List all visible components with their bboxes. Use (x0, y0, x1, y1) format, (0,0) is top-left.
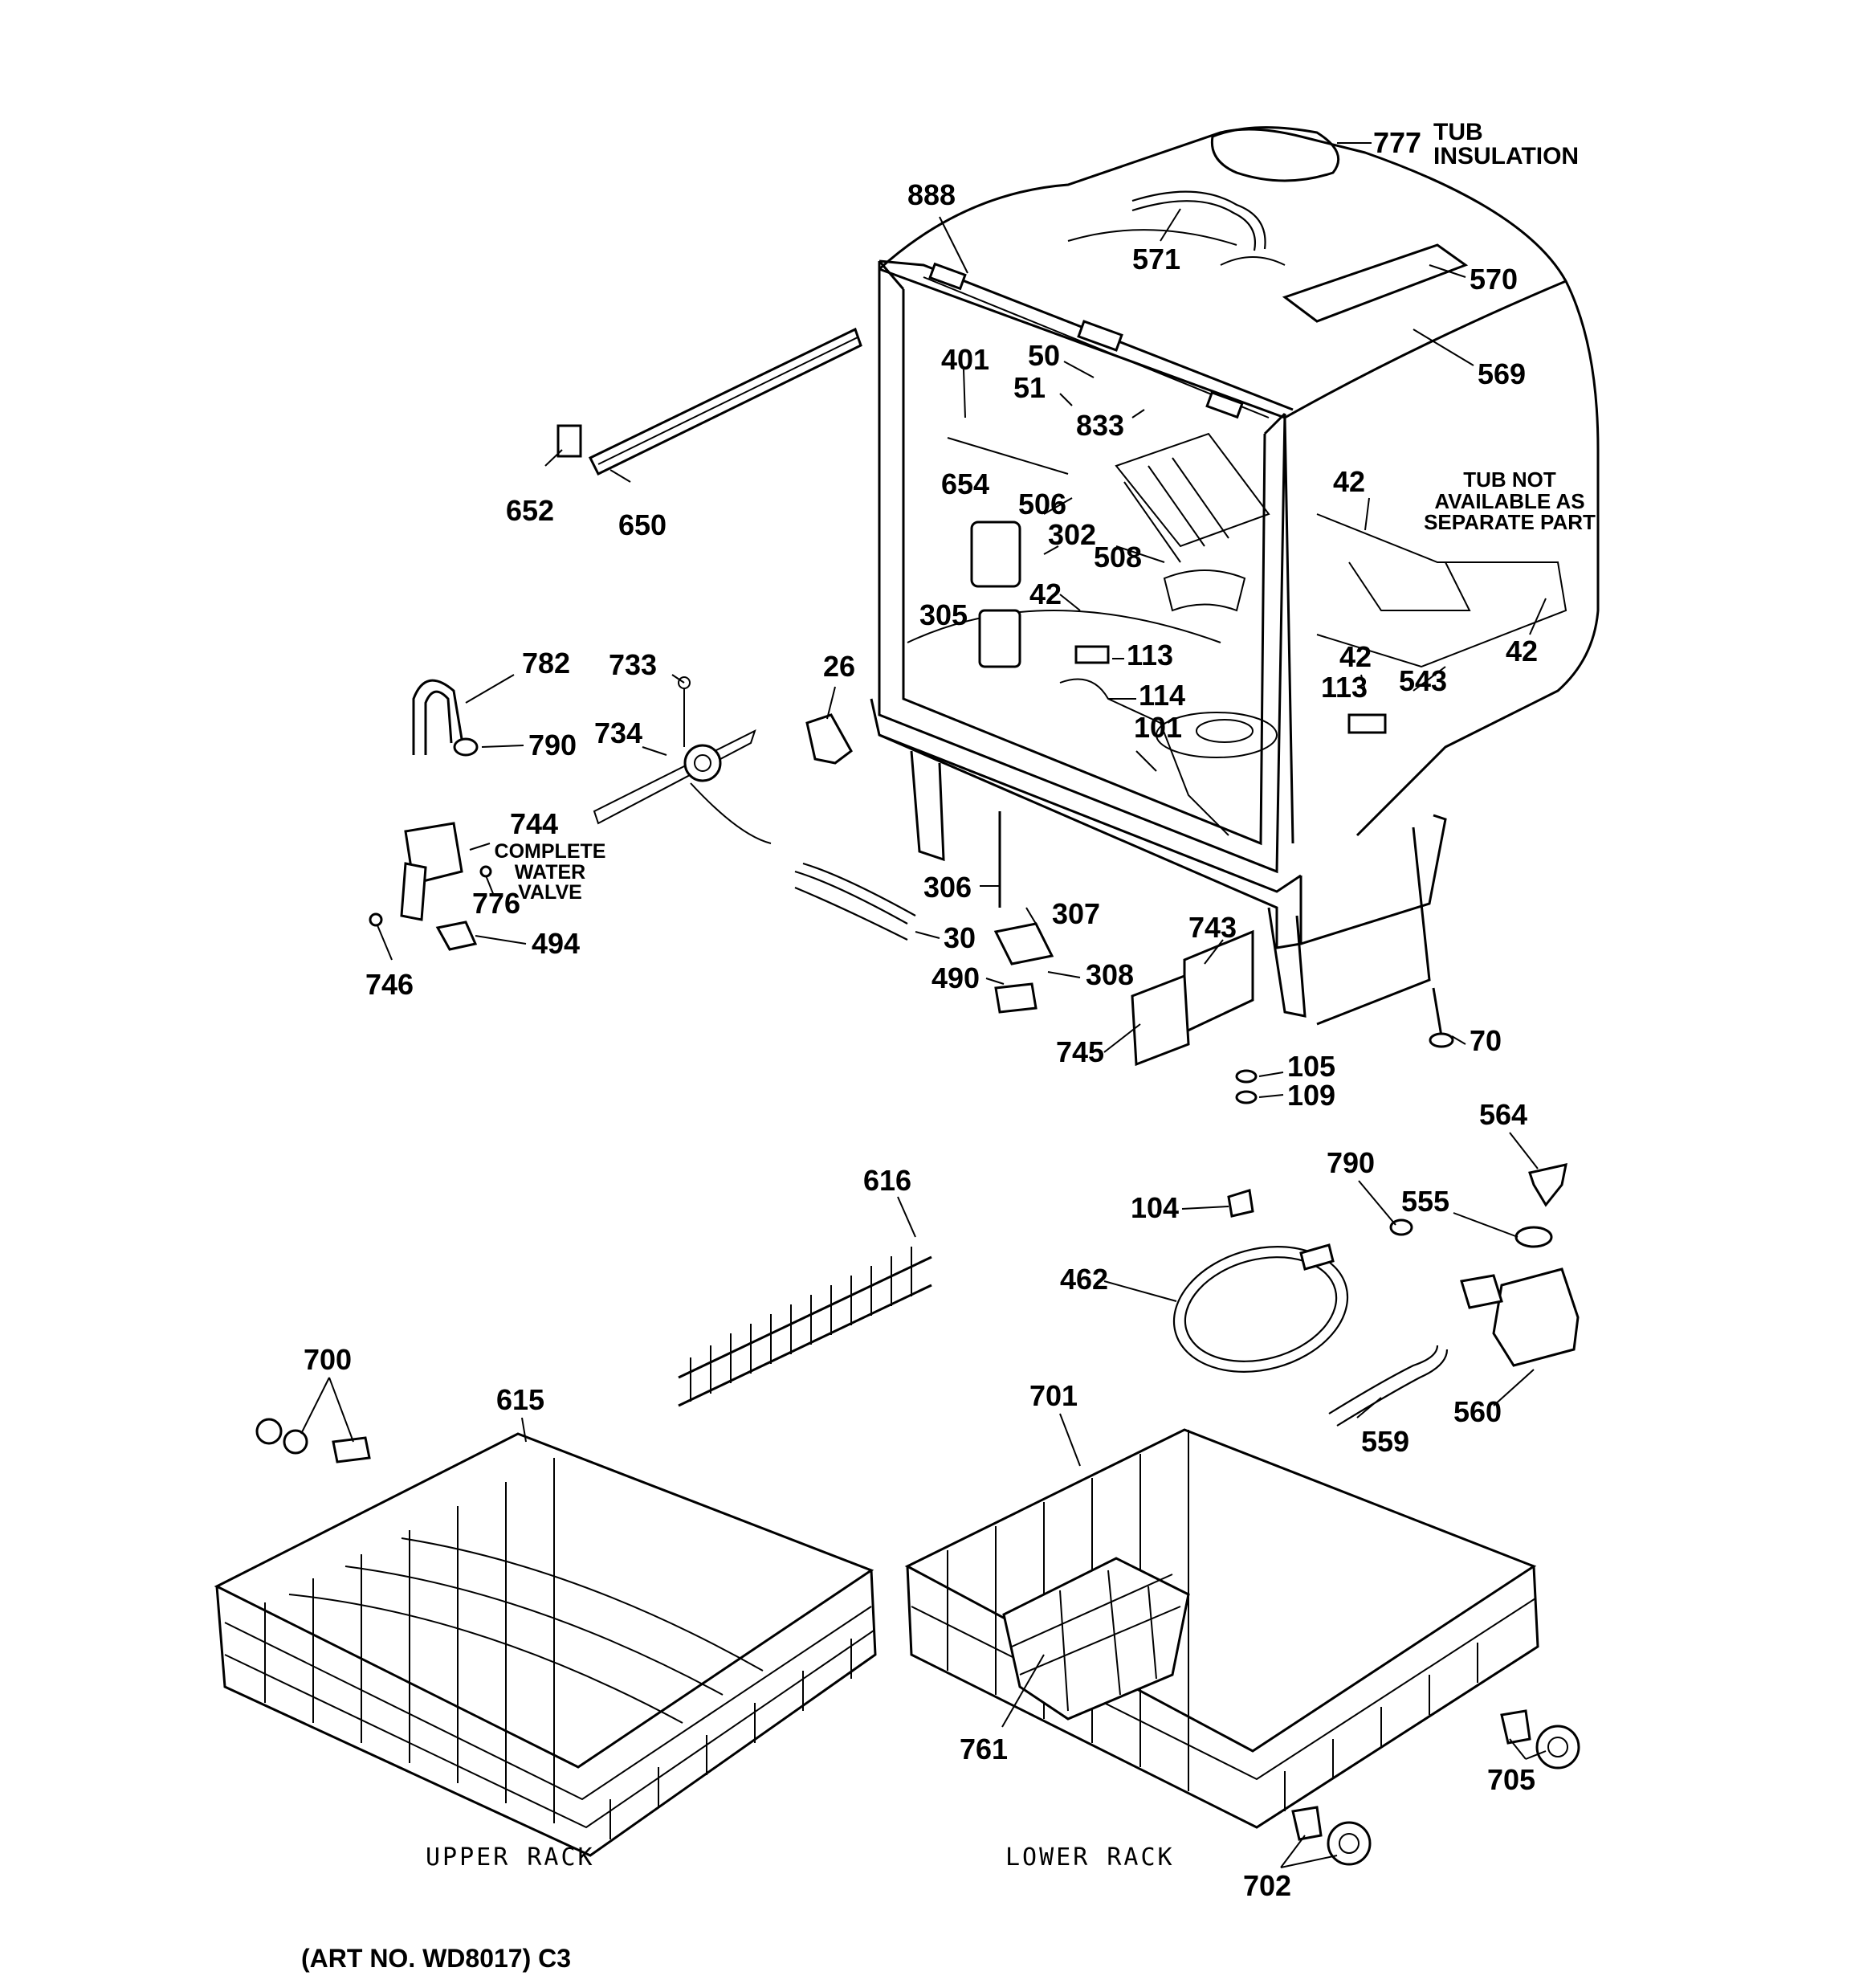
note-complete-water-valve: COMPLETE WATER VALVE (494, 840, 606, 904)
callout-308: 308 (1086, 958, 1135, 991)
callout-506: 506 (1018, 488, 1067, 520)
callout-615: 615 (496, 1383, 545, 1416)
callout-744: 744 (510, 807, 559, 840)
callout-650: 650 (618, 508, 667, 541)
callout-705: 705 (1487, 1763, 1536, 1796)
callout-790-b: 790 (1327, 1146, 1376, 1179)
callout-306: 306 (923, 871, 972, 904)
tine-row (678, 1247, 932, 1407)
callout-733: 733 (609, 648, 658, 681)
callout-305: 305 (919, 598, 968, 631)
callout-26: 26 (823, 650, 856, 683)
callout-104: 104 (1131, 1191, 1180, 1224)
upper-rack (214, 1418, 877, 1857)
leader-lines (300, 142, 1547, 1868)
callout-508: 508 (1094, 541, 1143, 574)
lower-rack-caption: LOWER RACK (1005, 1843, 1175, 1872)
callout-42-c: 42 (1339, 640, 1372, 673)
callout-564: 564 (1479, 1098, 1528, 1131)
note-tub-not-available: TUB NOT AVAILABLE AS SEPARATE PART (1424, 467, 1596, 535)
callout-569: 569 (1478, 357, 1527, 390)
callout-745: 745 (1056, 1035, 1105, 1068)
callout-50: 50 (1028, 339, 1061, 372)
callout-307: 307 (1052, 897, 1101, 930)
callout-70: 70 (1470, 1024, 1502, 1057)
callout-105: 105 (1287, 1050, 1336, 1083)
callout-113-a: 113 (1127, 639, 1174, 672)
pump-and-hose-parts (1172, 1163, 1580, 1427)
callout-570: 570 (1470, 263, 1519, 296)
callout-571: 571 (1132, 243, 1181, 276)
callout-782: 782 (522, 647, 571, 680)
note-tub-insulation: TUB INSULATION (1433, 119, 1580, 169)
callout-746: 746 (365, 968, 414, 1001)
callout-401: 401 (941, 343, 990, 376)
callout-302: 302 (1048, 518, 1097, 551)
lower-rack (904, 1428, 1580, 1866)
callout-559: 559 (1361, 1425, 1410, 1458)
callout-888: 888 (907, 178, 956, 211)
callout-701: 701 (1029, 1379, 1078, 1412)
callout-51: 51 (1013, 371, 1046, 404)
callout-833: 833 (1076, 409, 1125, 442)
left-side-parts (369, 676, 1454, 1104)
callout-42-a: 42 (1029, 578, 1062, 610)
callout-42-b: 42 (1333, 465, 1366, 498)
callout-30: 30 (944, 921, 976, 954)
callout-734: 734 (594, 716, 643, 749)
callout-560: 560 (1453, 1395, 1502, 1428)
callout-761: 761 (960, 1733, 1009, 1766)
callout-776: 776 (472, 887, 521, 920)
callout-652: 652 (506, 494, 555, 527)
callout-490: 490 (932, 961, 980, 994)
callout-543: 543 (1399, 664, 1448, 697)
callout-743: 743 (1188, 911, 1237, 944)
callout-109: 109 (1287, 1079, 1336, 1112)
callout-101: 101 (1134, 711, 1183, 744)
upper-rack-caption: UPPER RACK (426, 1843, 595, 1872)
callout-654: 654 (941, 467, 990, 500)
callout-114: 114 (1139, 679, 1186, 712)
callout-700: 700 (304, 1343, 353, 1376)
callout-790-a: 790 (528, 729, 577, 761)
callout-494: 494 (532, 927, 581, 960)
callout-113-b: 113 (1321, 671, 1368, 704)
tub-assembly (870, 126, 1600, 1067)
callout-555: 555 (1401, 1185, 1450, 1218)
callout-462: 462 (1060, 1263, 1109, 1296)
callout-616: 616 (863, 1164, 912, 1197)
rack-track (556, 327, 862, 476)
art-number: (ART NO. WD8017) C3 (301, 1944, 572, 1973)
callout-42-d: 42 (1506, 635, 1539, 667)
callout-777: 777 (1373, 126, 1422, 159)
callout-702: 702 (1243, 1869, 1292, 1902)
